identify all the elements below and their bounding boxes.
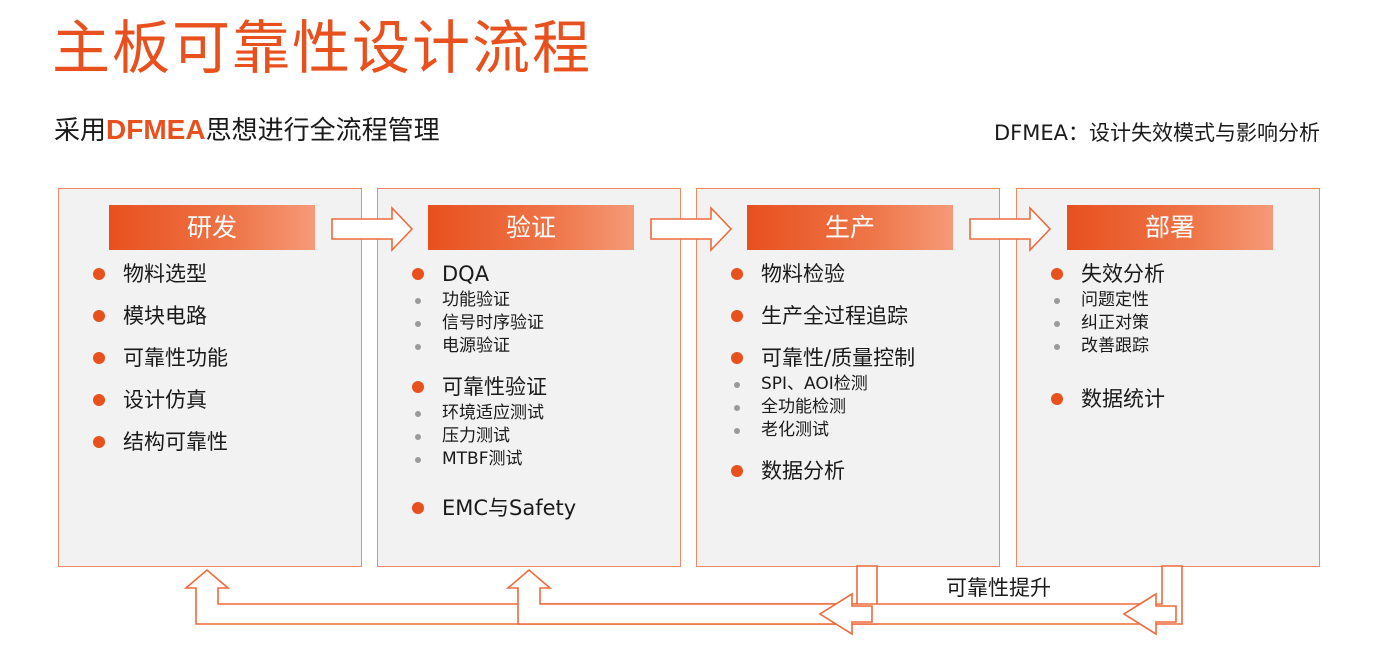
sub-item: 问题定性: [1017, 289, 1319, 312]
stage-item: 物料选型: [59, 259, 361, 289]
stage-items-verify: DQA 功能验证 信号时序验证 电源验证 可靠性验证 环境适应测试 压力测试 M…: [378, 259, 680, 523]
subtitle: 采用DFMEA思想进行全流程管理: [54, 112, 440, 149]
stage-group: 失效分析 问题定性 纠正对策 改善跟踪: [1017, 259, 1319, 358]
sub-item: MTBF测试: [378, 448, 680, 471]
sub-item: 压力测试: [378, 425, 680, 448]
sub-list: 功能验证 信号时序验证 电源验证: [378, 289, 680, 358]
stage-header-production: 生产: [747, 205, 953, 250]
subtitle-highlight: DFMEA: [106, 114, 206, 145]
sub-item: 功能验证: [378, 289, 680, 312]
feedback-loop-arrow-icon: [505, 565, 1183, 625]
stage-group: 可靠性/质量控制 SPI、AOI检测 全功能检测 老化测试: [697, 343, 999, 442]
return-arrowhead-icon: [1122, 592, 1177, 636]
stage-group: 可靠性验证 环境适应测试 压力测试 MTBF测试: [378, 372, 680, 471]
forward-arrow-icon: [650, 206, 733, 252]
stage-item: 失效分析: [1017, 259, 1319, 289]
forward-arrow-icon: [969, 206, 1052, 252]
stage-item: 物料检验: [697, 259, 999, 289]
sub-item: 信号时序验证: [378, 312, 680, 335]
stage-panel-deploy: 部署 失效分析 问题定性 纠正对策 改善跟踪 数据统计: [1016, 188, 1320, 567]
stage-item: EMC与Safety: [378, 493, 680, 523]
dfmea-definition: DFMEA：设计失效模式与影响分析: [993, 121, 1320, 145]
sub-item: 改善跟踪: [1017, 335, 1319, 358]
stage-item: DQA: [378, 259, 680, 289]
stage-items-production: 物料检验 生产全过程追踪 可靠性/质量控制 SPI、AOI检测 全功能检测 老化…: [697, 259, 999, 486]
sub-item: 全功能检测: [697, 396, 999, 419]
subtitle-suffix: 思想进行全流程管理: [205, 116, 440, 146]
stage-item: 可靠性功能: [59, 343, 361, 373]
stage-items-rd: 物料选型 模块电路 可靠性功能 设计仿真 结构可靠性: [59, 259, 361, 457]
stage-panel-rd: 研发 物料选型 模块电路 可靠性功能 设计仿真 结构可靠性: [58, 188, 362, 567]
sub-list: SPI、AOI检测 全功能检测 老化测试: [697, 373, 999, 442]
stage-group: DQA 功能验证 信号时序验证 电源验证: [378, 259, 680, 358]
stage-group: EMC与Safety: [378, 493, 680, 523]
stage-item: 可靠性/质量控制: [697, 343, 999, 373]
stage-item: 数据统计: [1017, 384, 1319, 414]
stage-item: 设计仿真: [59, 385, 361, 415]
stage-items-deploy: 失效分析 问题定性 纠正对策 改善跟踪 数据统计: [1017, 259, 1319, 414]
sub-item: SPI、AOI检测: [697, 373, 999, 396]
forward-arrow-icon: [331, 206, 414, 252]
sub-list: 问题定性 纠正对策 改善跟踪: [1017, 289, 1319, 358]
feedback-label: 可靠性提升: [946, 576, 1051, 600]
stage-item: 模块电路: [59, 301, 361, 331]
stage-item: 生产全过程追踪: [697, 301, 999, 331]
stage-panel-production: 生产 物料检验 生产全过程追踪 可靠性/质量控制 SPI、AOI检测 全功能检测…: [696, 188, 1000, 567]
stage-panel-verify: 验证 DQA 功能验证 信号时序验证 电源验证 可靠性验证 环境适应测试 压力测…: [377, 188, 681, 567]
stage-item: 结构可靠性: [59, 427, 361, 457]
stage-item: 可靠性验证: [378, 372, 680, 402]
sub-list: 环境适应测试 压力测试 MTBF测试: [378, 402, 680, 471]
return-arrowhead-icon: [818, 592, 873, 636]
sub-item: 纠正对策: [1017, 312, 1319, 335]
stage-header-verify: 验证: [428, 205, 634, 250]
stage-header-rd: 研发: [109, 205, 315, 250]
page-title: 主板可靠性设计流程: [52, 14, 593, 82]
sub-item: 环境适应测试: [378, 402, 680, 425]
stage-header-deploy: 部署: [1067, 205, 1273, 250]
sub-item: 电源验证: [378, 335, 680, 358]
sub-item: 老化测试: [697, 419, 999, 442]
stage-item: 数据分析: [697, 456, 999, 486]
subtitle-prefix: 采用: [54, 116, 107, 146]
